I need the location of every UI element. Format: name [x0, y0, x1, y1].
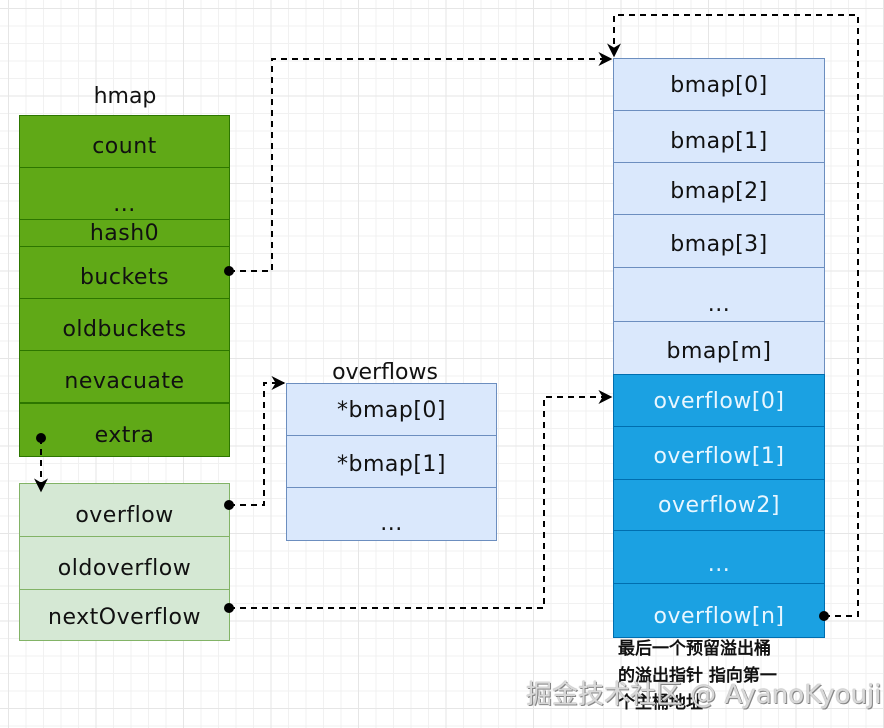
annotation-line-2: 的溢出指针 指向第一 — [618, 666, 777, 686]
hmap-field-nevacuate[interactable]: nevacuate — [19, 350, 230, 403]
annotation-line-3: 个主桶地址 — [618, 693, 703, 713]
bucket-bmap-2[interactable]: bmap[2] — [613, 162, 825, 215]
overflows-item-1[interactable]: *bmap[1] — [286, 435, 497, 488]
mapextra-field-oldoverflow[interactable]: oldoverflow — [19, 536, 230, 590]
overflow-bucket-ellipsis[interactable]: ... — [613, 530, 825, 584]
bucket-bmap-1[interactable]: bmap[1] — [613, 110, 825, 163]
overflows-item-0[interactable]: *bmap[0] — [286, 383, 497, 436]
overflow-bucket-2[interactable]: overflow2] — [613, 479, 825, 531]
hmap-field-count[interactable]: count — [19, 115, 230, 168]
hmap-field-extra[interactable]: extra — [19, 403, 230, 457]
overflow-buckets: overflow[0] overflow[1] overflow2] ... o… — [613, 374, 825, 638]
watermark: 掘金技术社区 @ AyanoKyouji — [526, 680, 882, 710]
connector-buckets-to-bucket-array — [224, 52, 613, 276]
mapextra-field-nextoverflow[interactable]: nextOverflow — [19, 589, 230, 641]
connector-overflow-to-overflows — [224, 376, 286, 510]
hmap-field-oldbuckets[interactable]: oldbuckets — [19, 298, 230, 351]
hmap-title: hmap — [93, 84, 157, 109]
overflow-bucket-1[interactable]: overflow[1] — [613, 426, 825, 480]
mapextra-struct: overflow oldoverflow nextOverflow — [19, 483, 230, 641]
mapextra-field-overflow[interactable]: overflow — [19, 483, 230, 537]
hmap-field-ellipsis[interactable]: ... — [19, 167, 230, 220]
overflows-title: overflows — [332, 360, 438, 385]
bucket-bmap-m[interactable]: bmap[m] — [613, 321, 825, 375]
bucket-bmap-3[interactable]: bmap[3] — [613, 214, 825, 268]
bucket-array: bmap[0] bmap[1] bmap[2] bmap[3] ... bmap… — [613, 58, 825, 638]
annotation-note: 最后一个预留溢出桶 的溢出指针 指向第一 个主桶地址 — [618, 636, 828, 717]
hmap-field-buckets[interactable]: buckets — [19, 246, 230, 299]
overflows-slice: *bmap[0] *bmap[1] ... — [286, 383, 497, 541]
bucket-bmap-0[interactable]: bmap[0] — [613, 58, 825, 111]
hmap-field-hash0[interactable]: hash0 — [19, 219, 230, 247]
annotation-line-1: 最后一个预留溢出桶 — [618, 639, 771, 659]
bucket-ellipsis[interactable]: ... — [613, 267, 825, 322]
hmap-struct: count ... hash0 buckets oldbuckets nevac… — [19, 115, 230, 457]
overflows-item-ellipsis[interactable]: ... — [286, 487, 497, 541]
overflow-bucket-n[interactable]: overflow[n] — [613, 583, 825, 638]
overflow-bucket-0[interactable]: overflow[0] — [613, 374, 825, 427]
